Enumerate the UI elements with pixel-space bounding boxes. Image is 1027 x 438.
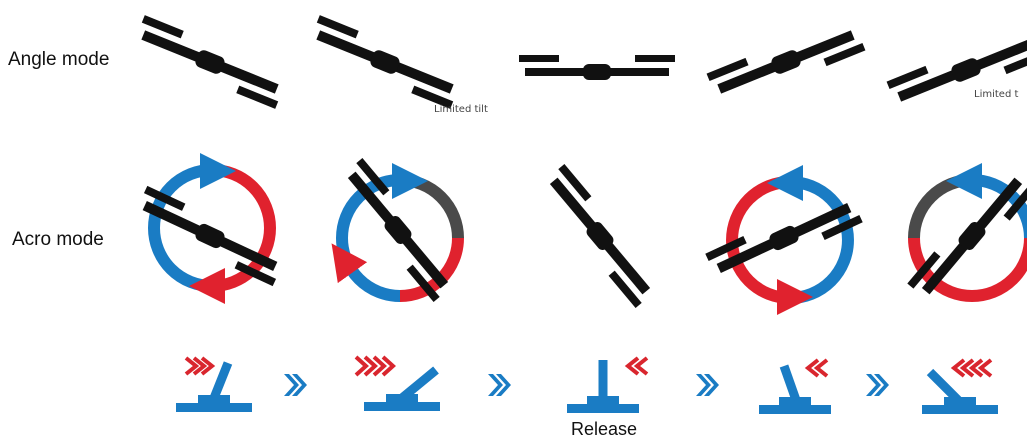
limited-tilt-note-cut: Limited t [974, 89, 1018, 100]
joystick-icon-1 [176, 361, 252, 412]
acro-drone-3-release [535, 164, 665, 308]
joystick-icon-4 [759, 364, 831, 414]
acro-rotation-ring-5 [908, 163, 1027, 303]
acro-rotation-ring-1 [148, 153, 276, 304]
joystick-icon-3 [567, 360, 639, 413]
joystick-icon-2 [364, 366, 440, 411]
angle-drone-1 [130, 15, 290, 109]
chevron-arrows-icon [488, 374, 511, 396]
chevron-arrows-icon [354, 355, 396, 377]
chevron-arrows-icon [696, 374, 719, 396]
acro-rotation-ring-4 [726, 165, 854, 315]
chevron-arrows-icon [284, 374, 307, 396]
release-label: Release [571, 419, 637, 438]
chevron-arrows-icon [624, 356, 649, 376]
limited-tilt-note: Limited tilt [434, 104, 488, 115]
angle-drone-5 [886, 23, 1027, 117]
angle-drone-2 [305, 15, 465, 109]
chevron-arrows-icon [950, 358, 993, 378]
arc-arrow-icon [331, 243, 368, 284]
joystick-icon-5 [922, 368, 998, 414]
angle-drone-3-level [519, 55, 675, 80]
chevron-arrows-icon [804, 358, 829, 378]
angle-drone-4 [706, 15, 866, 109]
acro-mode-label: Acro mode [12, 229, 104, 250]
chevron-arrows-icon [184, 356, 216, 376]
angle-mode-label: Angle mode [8, 49, 110, 70]
chevron-arrows-icon [866, 374, 889, 396]
